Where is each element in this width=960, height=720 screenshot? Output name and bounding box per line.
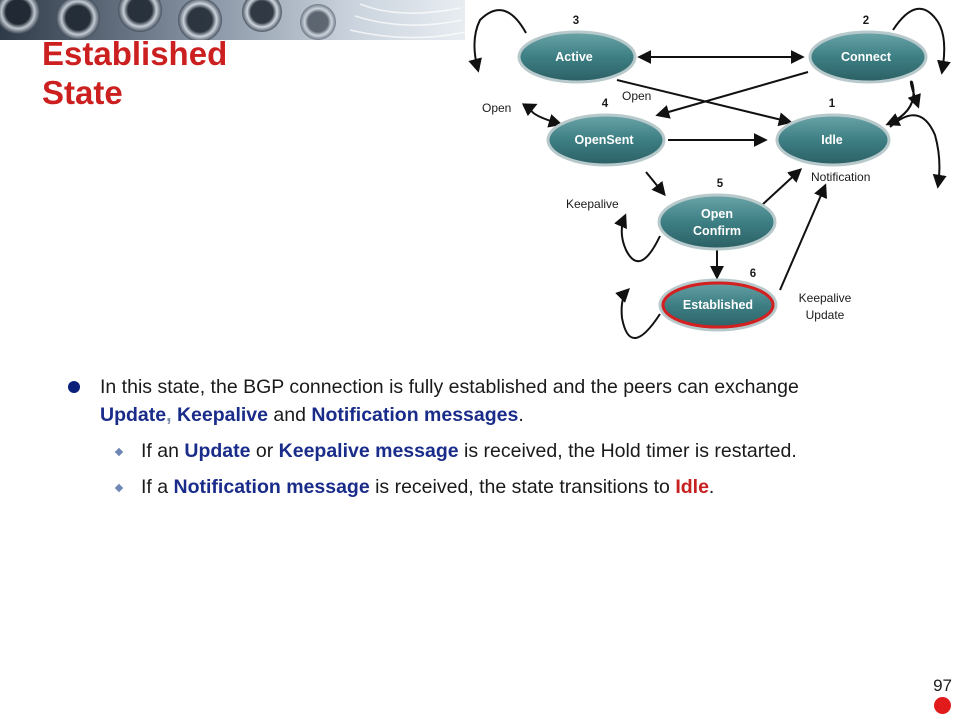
keyword-keepalive-message: Keepalive message [278,440,459,462]
edge-label-keepalive: Keepalive [566,197,619,211]
bgp-state-diagram: Active 3 Connect 2 OpenSent 4 Idle 1 Ope… [466,0,960,350]
state-label-line2: Confirm [693,224,741,238]
edge-label-notification: Notification [811,170,870,184]
keyword-idle: Idle [675,476,709,498]
bullet-diamond-icon [114,447,124,457]
state-label: Connect [841,50,892,64]
edge-label-keepalive-update-2: Update [806,308,845,322]
bullet-text: and [268,404,312,426]
edge-label-open-mid: Open [622,89,651,103]
bullet-established-state: In this state, the BGP connection is ful… [68,373,868,429]
keyword-keepalive: Keepalive [176,404,268,426]
keyword-update: Update [100,404,167,426]
bullet-text: If a [141,476,174,498]
bullet-text: . [708,476,715,498]
state-number: 6 [750,268,756,280]
keyword-update: Update [184,440,251,462]
page-number: 97 [933,676,952,695]
title-line-1: Established [42,35,228,72]
state-label-line1: Open [701,207,733,221]
slide-title: Established State [42,34,227,112]
state-number: 1 [829,98,836,110]
bullet-dot-icon [68,381,80,393]
highlight-ring [661,281,775,329]
state-number: 5 [717,178,724,190]
header-banner-image [0,0,465,40]
transition-arrows [468,7,951,339]
bullet-text: If an [141,440,185,462]
bullet-text: is received, the state transitions to [369,476,676,498]
state-connect: Connect 2 [808,15,928,84]
state-number: 3 [573,15,579,27]
bullet-text: or [250,440,279,462]
state-opensent: OpenSent 4 [546,98,666,167]
state-active: Active 3 [517,15,637,84]
red-dot-icon [934,697,951,714]
edge-label-keepalive-update-1: Keepalive [799,291,852,305]
state-label: OpenSent [574,133,634,147]
keyword-notification-messages: Notification messages [311,404,519,426]
state-number: 4 [602,98,609,110]
state-label: Active [555,50,593,64]
bullet-update-keepalive: If an Update or Keepalive message is rec… [68,437,868,465]
bullet-text: . [518,404,524,426]
keyword-notification-message: Notification message [173,476,370,498]
state-open-confirm: Open Confirm 5 [657,178,777,251]
bullet-diamond-icon [114,483,124,493]
state-label: Idle [821,133,843,147]
state-established: Established 6 [658,268,778,332]
state-number: 2 [863,15,869,27]
bullet-text: In this state, the BGP connection is ful… [100,376,799,398]
bullet-notification: If a Notification message is received, t… [68,473,868,501]
bullet-text: is received, the Hold timer is restarted… [458,440,797,462]
state-label: Established [683,298,753,312]
title-line-2: State [42,74,123,111]
state-idle: Idle 1 [775,98,891,167]
slide-body: In this state, the BGP connection is ful… [68,373,868,501]
bullet-text: , [166,404,172,426]
edge-label-open-left: Open [482,101,511,115]
